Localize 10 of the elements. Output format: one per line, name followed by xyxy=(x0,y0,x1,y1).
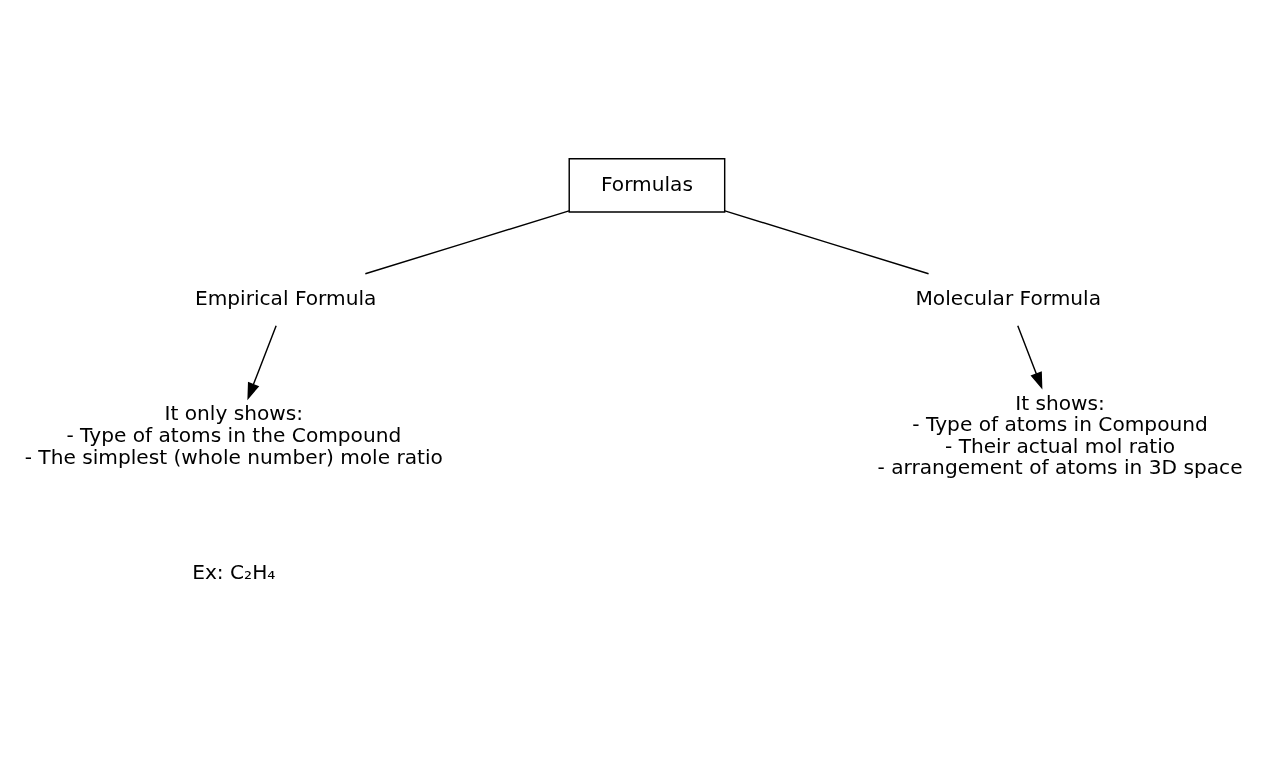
connector xyxy=(364,210,570,275)
label: Ex: C₂H₄ xyxy=(192,559,276,584)
connector xyxy=(724,210,930,275)
node-text: It shows: - Type of atoms in Compound - Their actual mol ratio - arrangement of atoms in 3D space xyxy=(877,390,1243,480)
arrow xyxy=(247,325,277,401)
node-text: Molecular Formula xyxy=(915,286,1102,311)
node-text: It only shows: - Type of atoms in the Compound - The simplest (whole number) mole ratio xyxy=(24,401,443,469)
node-box: Formulas xyxy=(568,158,726,213)
node-text: Empirical Formula xyxy=(194,286,377,311)
arrow xyxy=(1017,325,1043,390)
